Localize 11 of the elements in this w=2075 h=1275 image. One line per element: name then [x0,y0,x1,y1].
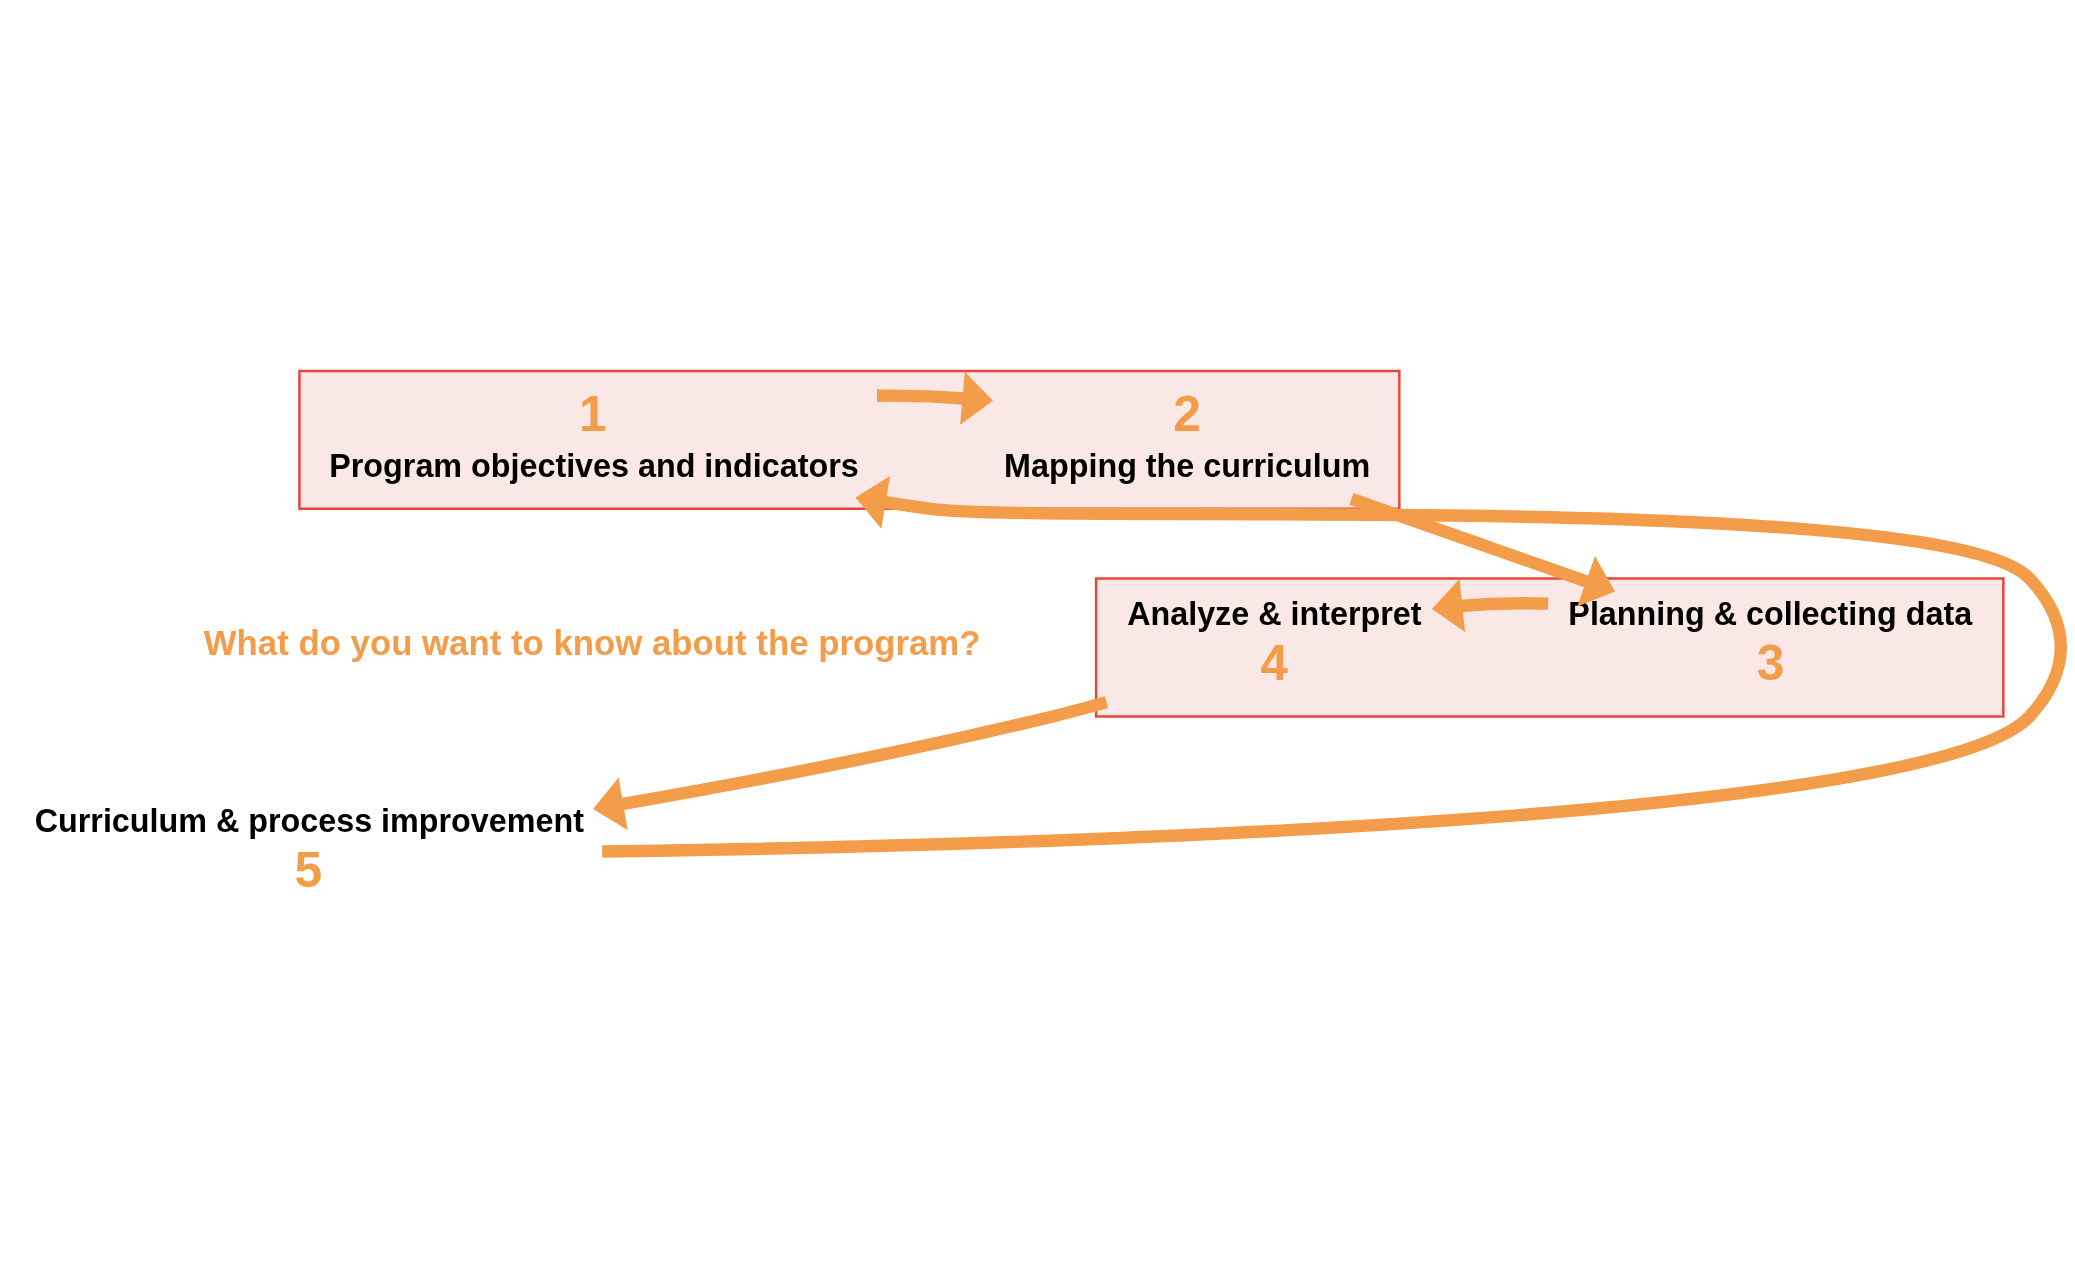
arrow [1349,493,1615,607]
label: What do you want to know about the program? [203,623,981,662]
node-text: Analyze & interpret 4 [1127,595,1422,691]
node-text: 1 Program objectives and indicators [329,386,859,484]
arrow [876,371,993,425]
node-text: 2 Mapping the curriculum [1004,386,1371,484]
arrow [1431,579,1549,633]
node-text: Planning & collecting data 3 [1568,595,1973,691]
arrow [593,696,1109,831]
node-text: Curriculum & process improvement 5 [34,803,584,899]
arrow [602,475,2067,858]
